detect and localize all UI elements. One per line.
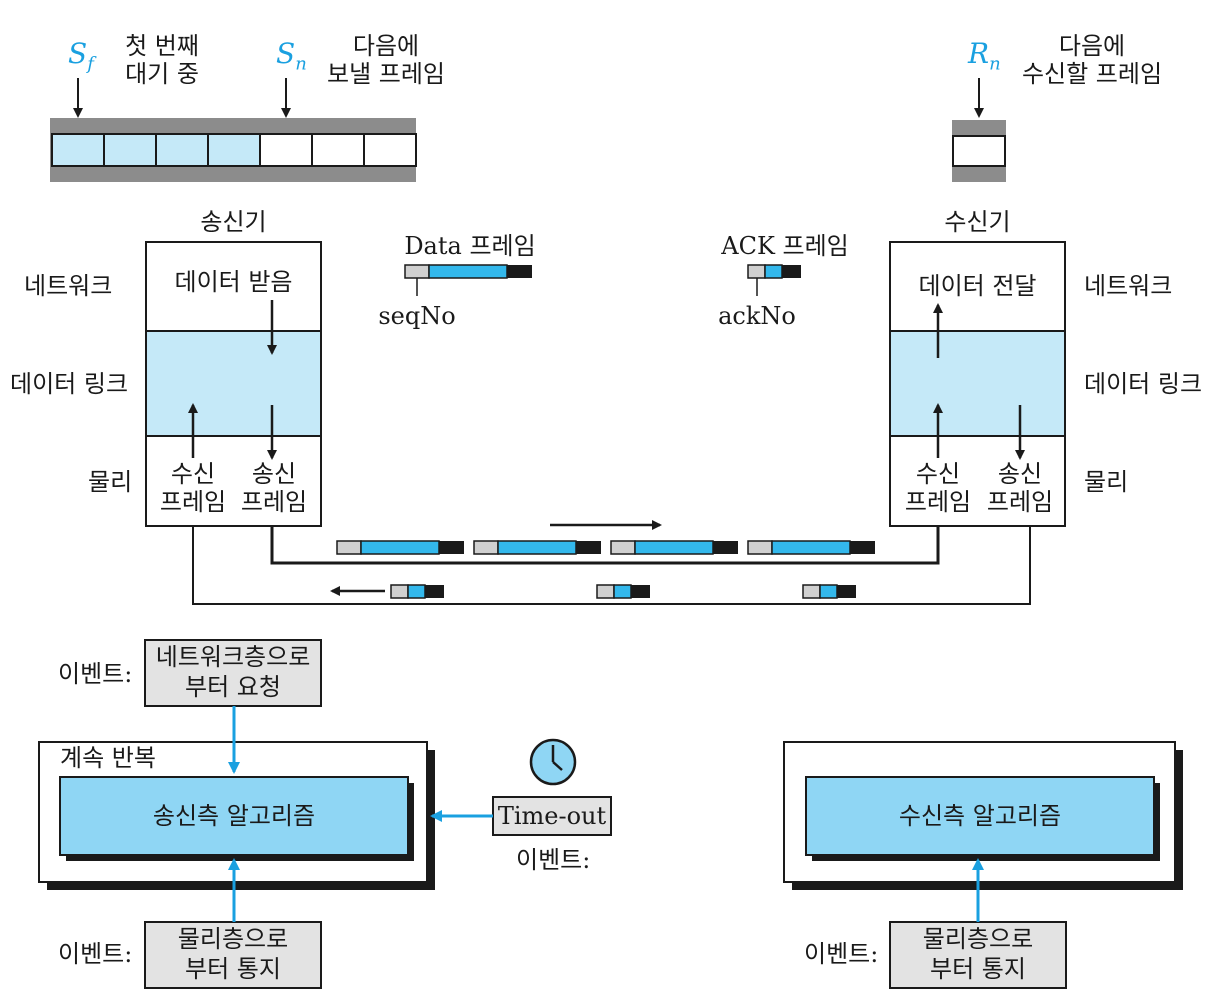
sender-title: 송신기 <box>200 208 267 236</box>
data-frame-label: Data 프레임 <box>404 232 536 260</box>
data-frame-legend <box>404 264 532 296</box>
phys-notify-receiver-line1: 물리층으로 <box>922 925 1034 953</box>
data-frame-in-transit <box>336 540 464 555</box>
ack-frame-label: ACK 프레임 <box>721 232 849 260</box>
ack-frame-in-transit <box>390 584 444 599</box>
receiver-recv-frame-line2: 프레임 <box>904 488 972 516</box>
clock-icon <box>529 738 577 786</box>
phys-notify-sender-line1: 물리층으로 <box>177 925 289 953</box>
net-request-line1: 네트워크층으로 <box>155 643 311 671</box>
sn-description-line1: 다음에 <box>352 32 420 60</box>
receiver-deliver-data: 데이터 전달 <box>918 272 1037 300</box>
sf-description-line1: 첫 번째 <box>125 32 199 60</box>
event-label-network: 이벤트: <box>58 660 133 688</box>
receiver-window-buffer <box>952 120 1006 182</box>
sender-send-frame-line2: 프레임 <box>240 488 308 516</box>
sender-datalink-layer-label: 데이터 링크 <box>10 370 129 398</box>
event-box-network-request <box>144 639 322 707</box>
sender-window-buffer <box>50 118 417 182</box>
buffer-slot-outstanding <box>51 133 105 167</box>
event-label-timeout: 이벤트: <box>516 846 591 874</box>
receiver-algo-box <box>805 776 1155 856</box>
data-frame-in-transit <box>473 540 601 555</box>
sender-network-layer-label: 네트워크 <box>24 272 113 300</box>
buffer-slot-empty <box>259 133 313 167</box>
ack-frame-legend <box>747 264 801 296</box>
receiver-algorithm-label: 수신측 알고리즘 <box>898 802 1062 830</box>
sf-label: Sf <box>68 37 94 75</box>
ack-frame-in-transit <box>802 584 856 599</box>
receiver-title: 수신기 <box>944 208 1011 236</box>
receiver-datalink-layer-label: 데이터 링크 <box>1084 370 1203 398</box>
receiver-stack <box>889 241 1066 527</box>
sender-receive-data: 데이터 받음 <box>174 268 293 296</box>
phys-notify-sender-line2: 부터 통지 <box>185 955 281 983</box>
sender-stack <box>145 241 322 527</box>
buffer-slot-outstanding <box>103 133 157 167</box>
event-box-phys-notify-receiver <box>889 921 1067 989</box>
data-frame-in-transit <box>747 540 875 555</box>
rn-description-line2: 수신할 프레임 <box>1021 60 1163 88</box>
sender-recv-frame-line1: 수신 <box>170 460 216 488</box>
forward-channel <box>270 526 940 565</box>
phys-notify-receiver-line2: 부터 통지 <box>930 955 1026 983</box>
timeout-label: Time-out <box>497 802 607 830</box>
sender-algo-box <box>59 776 409 856</box>
sn-label: Sn <box>276 37 307 75</box>
receiver-recv-frame-line1: 수신 <box>915 460 961 488</box>
net-request-line2: 부터 요청 <box>185 673 281 701</box>
buffer-slot-outstanding <box>155 133 209 167</box>
receiver-network-layer-label: 네트워크 <box>1084 272 1173 300</box>
data-frame-in-transit <box>610 540 738 555</box>
sender-algorithm-label: 송신측 알고리즘 <box>152 802 316 830</box>
event-label-phys-receiver: 이벤트: <box>804 940 879 968</box>
receiver-send-frame-line1: 송신 <box>997 460 1043 488</box>
seqno-label: seqNo <box>378 302 456 330</box>
rn-description-line1: 다음에 <box>1058 32 1126 60</box>
buffer-slot-empty <box>311 133 365 167</box>
ack-frame-in-transit <box>596 584 650 599</box>
ackno-label: ackNo <box>718 302 796 330</box>
reverse-channel <box>192 526 1031 605</box>
event-box-phys-notify-sender <box>144 921 322 989</box>
rn-label: Rn <box>968 37 1001 75</box>
event-label-phys-sender: 이벤트: <box>58 940 133 968</box>
buffer-slot-outstanding <box>207 133 261 167</box>
sender-recv-frame-line2: 프레임 <box>159 488 227 516</box>
repeat-forever-label: 계속 반복 <box>60 744 156 772</box>
sender-send-frame-line1: 송신 <box>251 460 297 488</box>
buffer-slot-empty <box>363 133 417 167</box>
sf-description-line2: 대기 중 <box>125 60 199 88</box>
receiver-send-frame-line2: 프레임 <box>986 488 1054 516</box>
sn-description-line2: 보낼 프레임 <box>326 60 446 88</box>
receiver-physical-layer-label: 물리 <box>1084 468 1129 496</box>
sender-physical-layer-label: 물리 <box>88 468 133 496</box>
